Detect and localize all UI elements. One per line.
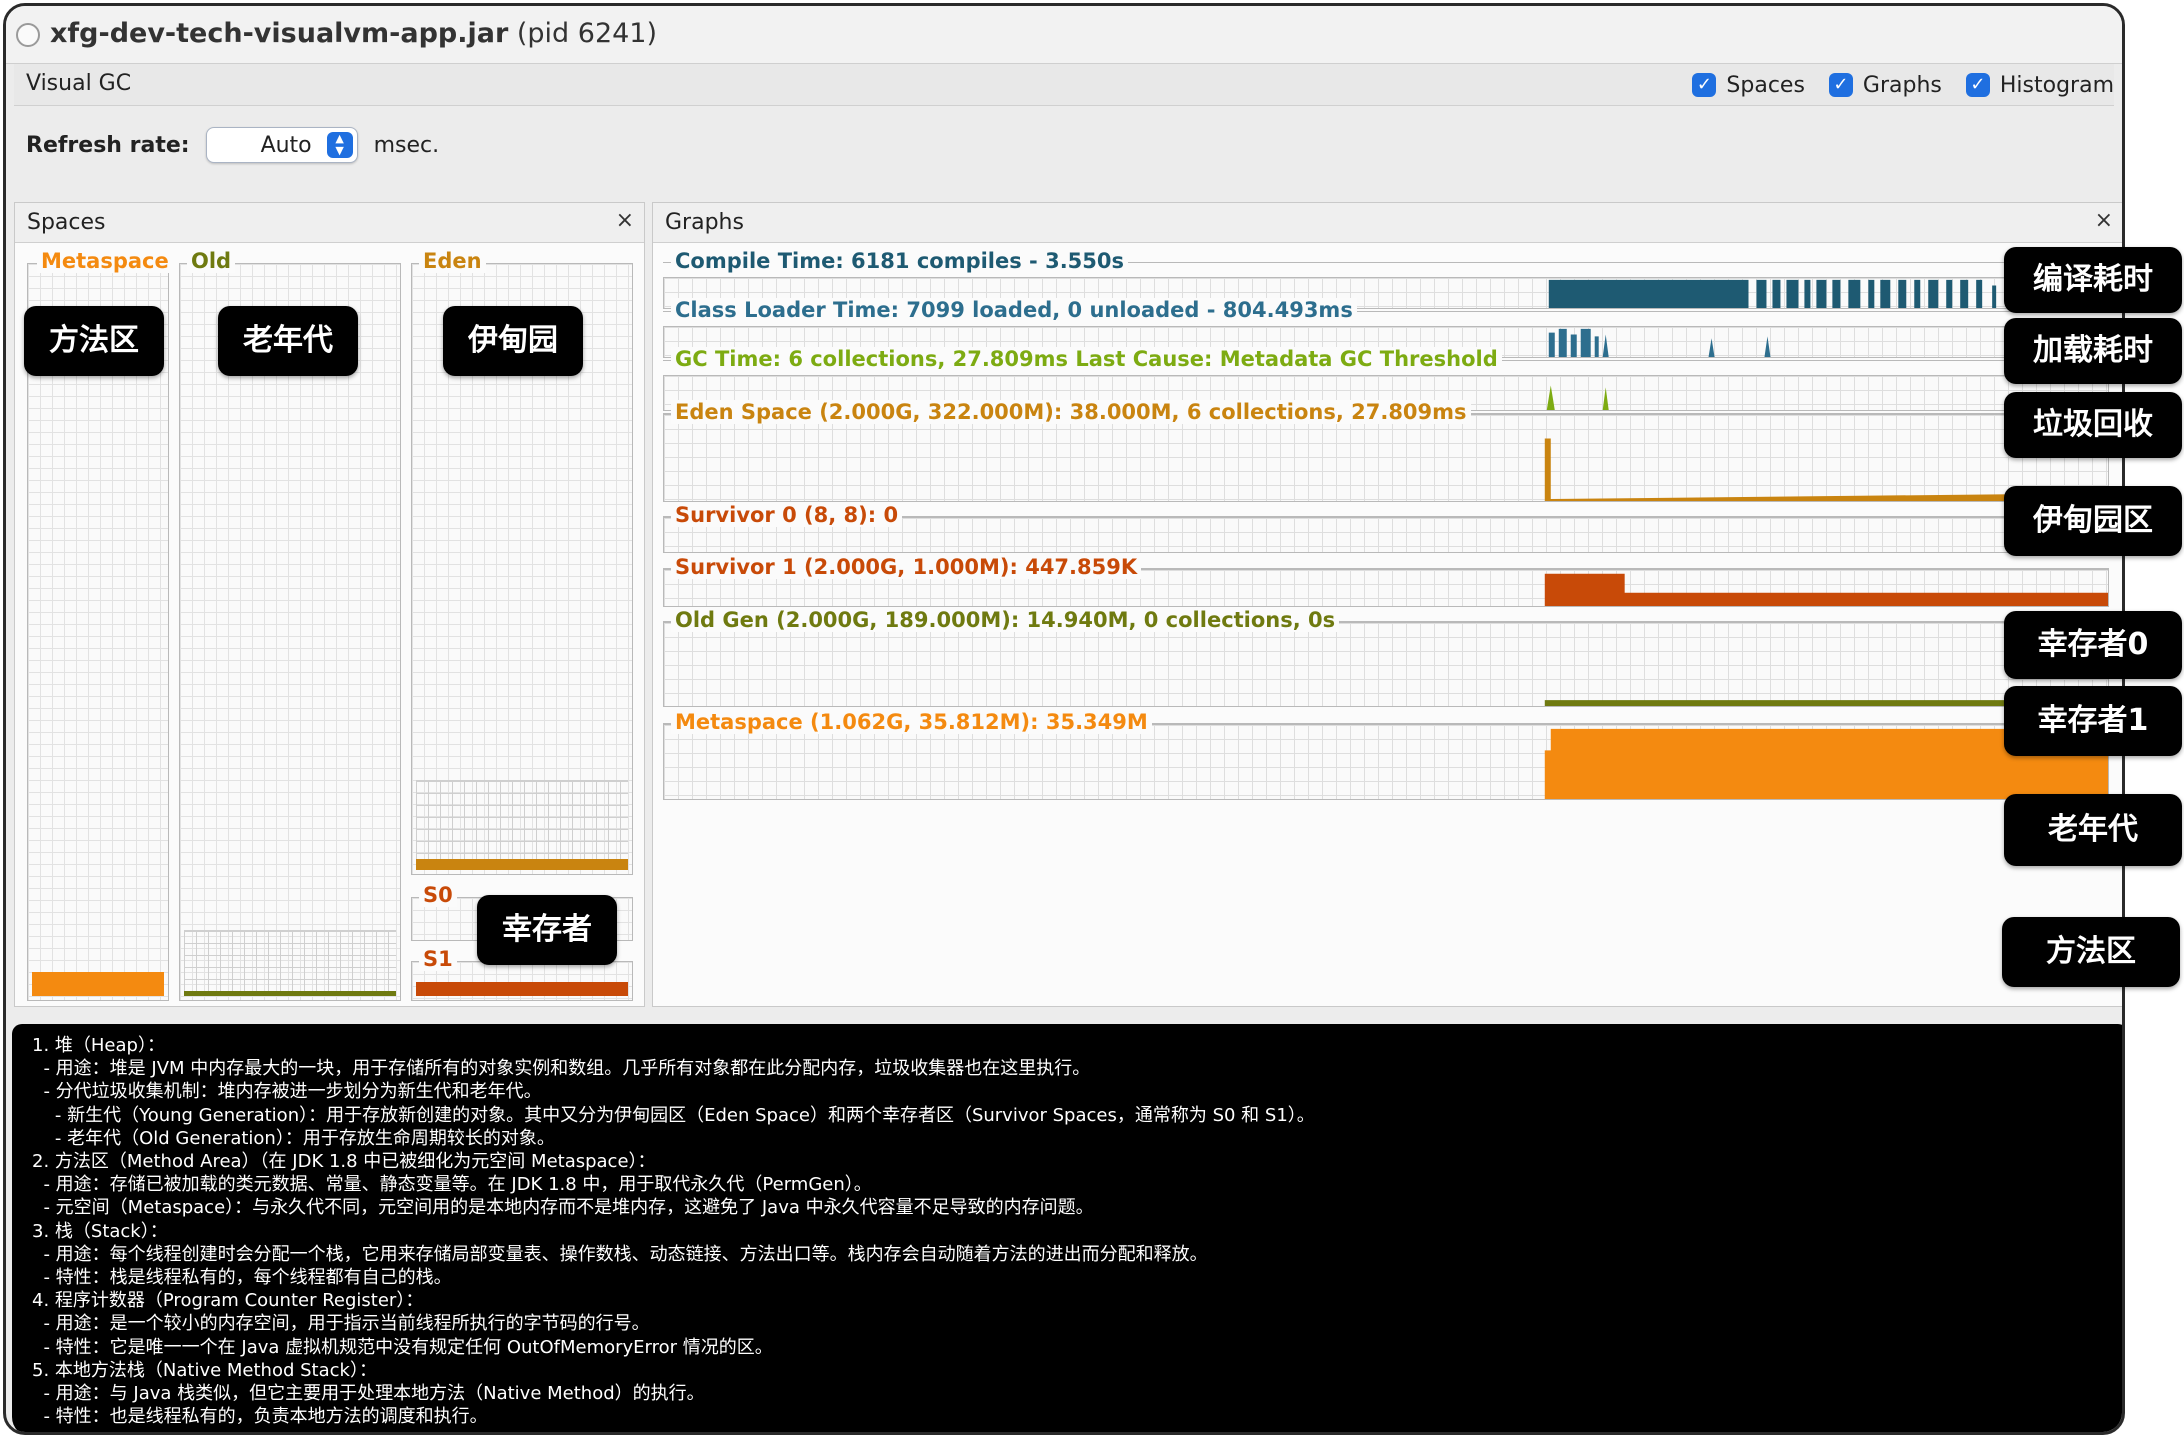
old-column [179, 263, 401, 1001]
note-line: 1. 堆（Heap）： [32, 1035, 165, 1056]
note-line: - 元空间（Metaspace）：与永久代不同，元空间用的是本地内存而不是堆内存… [32, 1197, 1094, 1219]
annotation-survivor: 幸存者 [477, 895, 617, 965]
annotation-old-gen: 老年代 [2004, 794, 2182, 866]
note-line: - 用途：是一个较小的内存空间，用于指示当前线程所执行的字节码的行号。 [32, 1313, 650, 1335]
refresh-rate-select[interactable]: Auto ▲▼ [205, 127, 358, 163]
annotation-metaspace-graph: 方法区 [2002, 917, 2180, 987]
jvm-memory-notes: 1. 堆（Heap）： - 用途：堆是 JVM 中内存最大的一块，用于存储所有的… [12, 1024, 2122, 1432]
note-line: - 用途：每个线程创建时会分配一个栈，它用来存储局部变量表、操作数栈、动态链接、… [32, 1243, 1208, 1265]
metaspace-title: Metaspace (1.062G, 35.812M): 35.349M [671, 710, 1152, 734]
app-status-icon [16, 23, 40, 47]
refresh-rate-value: Auto [260, 133, 312, 158]
histogram-checkbox-label: Histogram [1999, 72, 2114, 98]
graphs-panel-title: Graphs [665, 210, 744, 235]
note-line: 4. 程序计数器（Program Counter Register）： [32, 1290, 424, 1312]
note-line: - 用途：存储已被加载的类元数据、常量、静态变量等。在 JDK 1.8 中，用于… [32, 1174, 872, 1196]
note-line: - 分代垃圾收集机制：堆内存被进一步划分为新生代和老年代。 [32, 1081, 542, 1103]
close-icon[interactable]: × [615, 208, 634, 233]
close-icon[interactable]: × [2094, 208, 2113, 233]
metaspace-plot [663, 724, 2109, 800]
title-bar: xfg-dev-tech-visualvm-app.jar (pid 6241) [6, 6, 2122, 64]
note-line: - 特性：也是线程私有的，负责本地方法的调度和执行。 [32, 1406, 488, 1428]
metaspace-graph: Metaspace (1.062G, 35.812M): 35.349M [663, 710, 2109, 800]
annotation-survivor0: 幸存者0 [2004, 611, 2182, 679]
metaspace-column [27, 263, 169, 1001]
survivor0-title: Survivor 0 (8, 8): 0 [671, 503, 903, 527]
annotation-gc-time: 垃圾回收 [2004, 392, 2182, 458]
eden-used-bar [416, 859, 628, 870]
view-options: ✓ Spaces ✓ Graphs ✓ Histogram [1692, 70, 2114, 100]
visualvm-window: xfg-dev-tech-visualvm-app.jar (pid 6241)… [3, 3, 2125, 1435]
compile-time-activity [1548, 279, 2095, 308]
annotation-old: 老年代 [218, 306, 358, 376]
compile-time-title: Compile Time: 6181 compiles - 3.550s [671, 249, 1129, 273]
annotation-class-loader: 加载耗时 [2004, 318, 2182, 384]
note-line: 5. 本地方法栈（Native Method Stack）： [32, 1359, 377, 1381]
graphs-checkbox-label: Graphs [1862, 72, 1942, 98]
note-line: - 特性：它是唯一一个在 Java 虚拟机规范中没有规定任何 OutOfMemo… [32, 1336, 773, 1358]
old-gen-graph: Old Gen (2.000G, 189.000M): 14.940M, 0 c… [663, 608, 2109, 707]
survivor1-graph: Survivor 1 (2.000G, 1.000M): 447.859K [663, 555, 2109, 607]
spaces-panel-title: Spaces [27, 210, 106, 235]
annotation-compile-time: 编译耗时 [2004, 247, 2182, 313]
gc-time-activity [1546, 385, 1609, 410]
old-gen-plot [663, 622, 2109, 707]
refresh-rate-label: Refresh rate: [26, 132, 190, 158]
note-line: - 老年代（Old Generation）：用于存放生命周期较长的对象。 [32, 1127, 555, 1149]
note-line: - 用途：与 Java 栈类似，但它主要用于处理本地方法（Native Meth… [32, 1383, 705, 1405]
class-loader-title: Class Loader Time: 7099 loaded, 0 unload… [671, 298, 1357, 322]
s1-used-bar [416, 982, 628, 996]
chevron-updown-icon[interactable]: ▲▼ [326, 132, 353, 158]
old-used-bar [184, 991, 396, 996]
class-loader-activity [1548, 328, 1771, 357]
survivor0-plot [663, 517, 2109, 553]
s0-label: S0 [419, 883, 457, 907]
note-line: 2. 方法区（Method Area）（在 JDK 1.8 中已被细化为元空间 … [32, 1151, 656, 1173]
graphs-panel: Graphs × Compile Time: 6181 compiles - 3… [652, 202, 2122, 1007]
checkmark-icon[interactable]: ✓ [1965, 73, 1990, 97]
metaspace-label: Metaspace [37, 249, 173, 273]
survivor1-usage [1544, 573, 2108, 606]
old-label: Old [187, 249, 236, 273]
app-name: xfg-dev-tech-visualvm-app.jar [50, 18, 509, 49]
annotation-eden: 伊甸园 [443, 306, 583, 376]
note-line: 3. 栈（Stack）： [32, 1220, 168, 1242]
spaces-panel-header: Spaces × [15, 203, 644, 243]
visualgc-toolbar: Visual GC ✓ Spaces ✓ Graphs ✓ Histogram [14, 64, 2114, 106]
window-title: xfg-dev-tech-visualvm-app.jar (pid 6241) [50, 18, 657, 49]
metaspace-usage [1544, 728, 2108, 799]
tab-visual-gc[interactable]: Visual GC [26, 71, 132, 96]
spaces-checkbox-label: Spaces [1726, 72, 1805, 98]
graphs-checkbox[interactable]: ✓ Graphs [1828, 70, 1942, 100]
survivor0-graph: Survivor 0 (8, 8): 0 [663, 503, 2109, 553]
graphs-panel-header: Graphs × [653, 203, 2122, 243]
checkmark-icon[interactable]: ✓ [1692, 73, 1717, 97]
pid-label: (pid 6241) [516, 18, 658, 49]
old-used-area [184, 930, 396, 996]
annotation-survivor1: 幸存者1 [2004, 686, 2182, 756]
old-gen-title: Old Gen (2.000G, 189.000M): 14.940M, 0 c… [671, 608, 1340, 632]
note-line: - 新生代（Young Generation）：用于存放新创建的对象。其中又分为… [32, 1104, 1315, 1126]
gc-time-title: GC Time: 6 collections, 27.809ms Last Ca… [671, 347, 1502, 371]
old-gen-usage [1544, 700, 2108, 706]
eden-used-area [416, 780, 628, 870]
checkmark-icon[interactable]: ✓ [1828, 73, 1853, 97]
survivor1-title: Survivor 1 (2.000G, 1.000M): 447.859K [671, 555, 1142, 579]
annotation-eden-space: 伊甸园区 [2004, 486, 2182, 556]
eden-space-title: Eden Space (2.000G, 322.000M): 38.000M, … [671, 400, 1471, 424]
note-line: - 用途：堆是 JVM 中内存最大的一块，用于存储所有的对象实例和数组。几乎所有… [32, 1058, 1091, 1080]
annotation-metaspace: 方法区 [24, 306, 164, 376]
note-line: - 特性：栈是线程私有的，每个线程都有自己的栈。 [32, 1267, 452, 1289]
eden-space-usage [1544, 438, 2108, 501]
eden-space-plot [663, 414, 2109, 502]
refresh-rate-row: Refresh rate: Auto ▲▼ msec. [26, 126, 439, 164]
refresh-rate-unit: msec. [373, 132, 440, 158]
s1-label: S1 [419, 947, 457, 971]
eden-label: Eden [419, 249, 486, 273]
metaspace-used-bar [32, 972, 164, 996]
eden-space-graph: Eden Space (2.000G, 322.000M): 38.000M, … [663, 400, 2109, 502]
histogram-checkbox[interactable]: ✓ Histogram [1965, 70, 2114, 100]
spaces-checkbox[interactable]: ✓ Spaces [1692, 70, 1805, 100]
